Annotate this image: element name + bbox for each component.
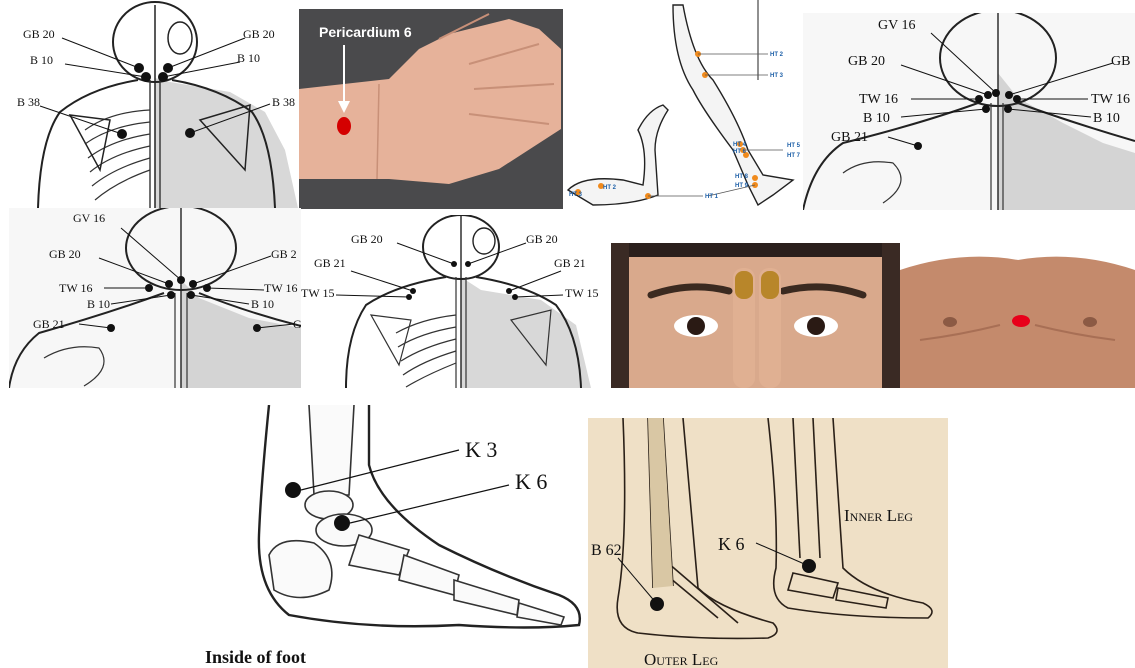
chest-point xyxy=(1012,315,1030,327)
label-gb20-left: GB 20 xyxy=(49,247,81,261)
label-ht3-bent: HT 3 xyxy=(569,192,583,198)
chest-photo xyxy=(900,250,1135,388)
label-ht6: HT 6 xyxy=(733,149,747,155)
k3-point xyxy=(285,482,301,498)
tile-outer-inner-leg-diagram: B 62 K 6 Inner Leg Outer Leg xyxy=(588,418,948,668)
label-gb20-left: GB 20 xyxy=(351,232,383,246)
tile-shoulder-points-diagram: GB 20 GB 20 GB 21 GB 21 TW 15 TW 15 xyxy=(301,215,611,388)
tile-neck-points-diagram: GV 16 GB 20 GB TW 16 TW 16 B 10 B 10 GB … xyxy=(803,13,1135,210)
label-b10-right: B 10 xyxy=(237,51,260,65)
label-ht2-upright: HT 2 xyxy=(770,52,784,58)
label-ht2-bent: HT 2 xyxy=(603,185,617,191)
label-gb21-right: GB 21 xyxy=(554,256,586,270)
label-ht1: HT 1 xyxy=(705,194,719,200)
neck-illustration: GV 16 GB 20 GB TW 16 TW 16 B 10 B 10 GB … xyxy=(803,13,1135,210)
wrist-photo: Pericardium 6 xyxy=(299,9,563,209)
label-ht7: HT 7 xyxy=(787,153,801,159)
label-ht3-upright: HT 3 xyxy=(770,73,784,79)
caption-pericardium-6: Pericardium 6 xyxy=(319,24,412,40)
label-b10-left: B 10 xyxy=(87,297,110,311)
tile-upper-back-diagram: GB 20 GB 20 B 10 B 10 B 38 B 38 xyxy=(0,0,298,208)
label-gv16: GV 16 xyxy=(73,211,105,225)
label-k6: K 6 xyxy=(515,469,547,494)
label-gb20-left: GB 20 xyxy=(23,27,55,41)
label-gb20-right: GB 20 xyxy=(243,27,275,41)
label-ht4: HT 4 xyxy=(733,142,747,148)
label-tw16-left: TW 16 xyxy=(859,92,898,107)
label-ht5: HT 5 xyxy=(787,143,801,149)
caption-inside-of-foot: Inside of foot xyxy=(205,647,306,667)
label-ht9: HT 9 xyxy=(735,183,749,189)
label-gb20-right: GB 2 xyxy=(271,247,297,261)
upper-back-illustration: GB 20 GB 20 B 10 B 10 B 38 B 38 xyxy=(0,0,298,208)
inside-foot-illustration: K 3 K 6 Inside of foot xyxy=(199,405,588,668)
label-tw16-right: TW 16 xyxy=(1091,92,1130,107)
label-tw15-right: TW 15 xyxy=(565,286,598,300)
tile-heart-meridian-arm: HT 2 HT 3 HT 4 HT 5 HT 6 HT 7 HT 8 HT 9 … xyxy=(563,0,803,210)
nail-left xyxy=(735,271,753,299)
label-b38-left: B 38 xyxy=(17,95,40,109)
label-tw16-right: TW 16 xyxy=(264,281,297,295)
label-outer-leg: Outer Leg xyxy=(644,650,719,668)
nail-right xyxy=(761,271,779,299)
arm-illustration: HT 2 HT 3 HT 4 HT 5 HT 6 HT 7 HT 8 HT 9 … xyxy=(563,0,803,210)
label-gv16: GV 16 xyxy=(878,18,915,33)
label-b10-right: B 10 xyxy=(251,297,274,311)
label-gb21-left: GB 21 xyxy=(314,256,346,270)
label-gb21-right: G xyxy=(293,317,301,331)
label-b38-right: B 38 xyxy=(272,95,295,109)
tile-pericardium-6-photo: Pericardium 6 xyxy=(299,9,563,209)
label-b62: B 62 xyxy=(591,542,622,559)
pericardium-6-point xyxy=(337,117,351,135)
tile-chest-photo xyxy=(900,250,1135,388)
label-b10-left: B 10 xyxy=(863,111,890,126)
label-gb20-right: GB 20 xyxy=(526,232,558,246)
label-gb21-left: GB 21 xyxy=(831,130,868,145)
label-b10-left: B 10 xyxy=(30,53,53,67)
tile-face-fingers-photo xyxy=(611,243,900,388)
shoulder-illustration: GB 20 GB 20 GB 21 GB 21 TW 15 TW 15 xyxy=(301,215,611,388)
k6-point xyxy=(334,515,350,531)
label-gb20-left: GB 20 xyxy=(848,54,885,69)
neck-illustration-2: GV 16 GB 20 GB 2 TW 16 TW 16 B 10 B 10 G… xyxy=(9,208,301,388)
tile-inside-of-foot-diagram: K 3 K 6 Inside of foot xyxy=(199,405,588,668)
label-tw16-left: TW 16 xyxy=(59,281,92,295)
label-inner-leg: Inner Leg xyxy=(844,506,913,525)
label-gb21-left: GB 21 xyxy=(33,317,65,331)
label-k6: K 6 xyxy=(718,534,745,554)
face-photo xyxy=(611,243,900,388)
tile-neck-points-diagram-2: GV 16 GB 20 GB 2 TW 16 TW 16 B 10 B 10 G… xyxy=(9,208,301,388)
label-k3: K 3 xyxy=(465,437,497,462)
label-tw15-left: TW 15 xyxy=(301,286,334,300)
label-b10-right: B 10 xyxy=(1093,111,1120,126)
label-ht8: HT 8 xyxy=(735,174,749,180)
label-gb20-right: GB xyxy=(1111,54,1130,69)
leg-illustration: B 62 K 6 Inner Leg Outer Leg xyxy=(588,418,948,668)
